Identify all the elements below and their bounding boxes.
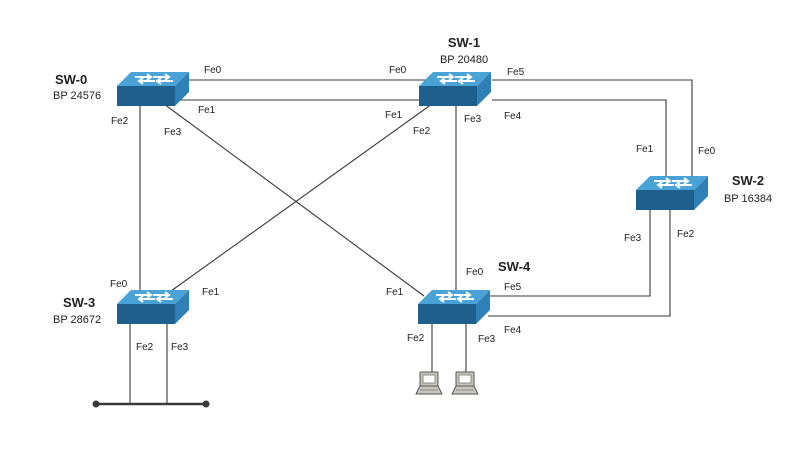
link-sw0-fe3-sw4-fe1 [163,103,425,297]
sw0-bridge-priority: BP 24576 [53,90,102,102]
lan-segment [92,400,210,408]
sw1-bridge-priority: BP 20480 [439,54,489,66]
sw4-port-fe3: Fe3 [478,334,496,345]
switch-icon[interactable] [116,71,190,107]
sw1-name: SW-1 [447,35,481,50]
sw3-port-fe0: Fe0 [110,279,128,290]
sw2-name: SW-2 [731,173,765,188]
computer-icon[interactable] [451,371,479,395]
sw1-port-fe1: Fe1 [385,110,403,121]
sw4-port-fe0: Fe0 [466,267,484,278]
sw3-port-fe3: Fe3 [171,342,189,353]
switch-icon[interactable] [417,289,491,325]
switch-icon[interactable] [116,289,190,325]
link-sw4-fe5-sw2-fe3 [488,206,651,297]
sw0-name: SW-0 [55,72,88,87]
sw3-port-fe1: Fe1 [202,287,220,298]
sw4-port-fe4: Fe4 [504,325,522,336]
switch-icon[interactable] [635,175,709,211]
sw3-name: SW-3 [63,295,96,310]
link-sw4-fe4-sw2-fe2 [488,206,671,317]
sw4-port-fe5: Fe5 [504,282,522,293]
switch-icon[interactable] [418,71,492,107]
sw0-port-fe0: Fe0 [204,65,222,76]
sw1-port-fe0: Fe0 [389,65,407,76]
sw2-bridge-priority: BP 16384 [723,193,773,205]
sw0-port-fe1: Fe1 [198,105,216,116]
sw2-port-fe1: Fe1 [636,144,654,155]
sw1-port-fe5: Fe5 [507,67,525,78]
sw4-name: SW-4 [498,259,531,274]
sw2-port-fe3: Fe3 [624,233,642,244]
links [129,79,693,404]
link-sw1-fe5-sw2-fe0 [492,79,693,182]
sw1-port-fe3: Fe3 [464,114,482,125]
sw2-port-fe2: Fe2 [677,229,695,240]
sw0-port-fe2: Fe2 [111,116,129,127]
sw0-port-fe3: Fe3 [164,127,182,138]
link-sw1-fe4-sw2-fe1 [492,99,667,182]
sw3-port-fe2: Fe2 [136,342,154,353]
link-sw1-fe2-sw3-fe1 [163,103,433,297]
sw1-port-fe4: Fe4 [504,111,522,122]
computer-icon[interactable] [415,371,443,395]
sw4-port-fe2: Fe2 [407,333,425,344]
sw2-port-fe0: Fe0 [698,146,716,157]
sw4-port-fe1: Fe1 [386,287,404,298]
sw3-bridge-priority: BP 28672 [53,314,102,326]
sw1-port-fe2: Fe2 [413,126,431,137]
